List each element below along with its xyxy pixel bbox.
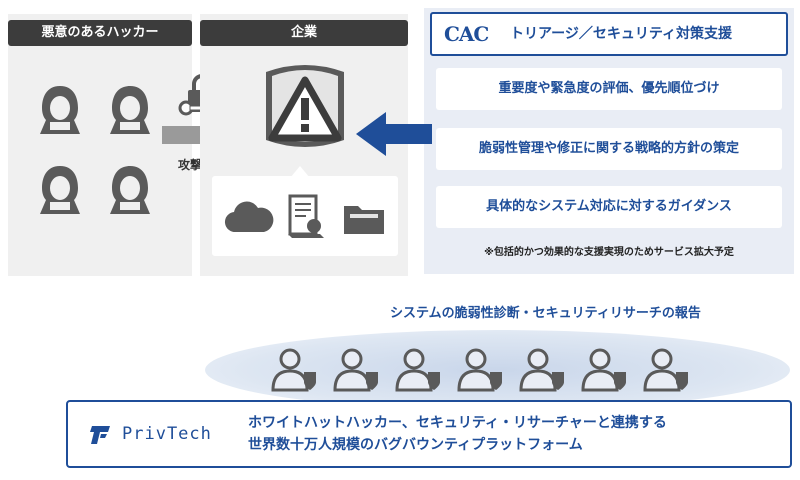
researcher-shield-icon	[643, 348, 688, 392]
hacker-icon	[40, 166, 80, 214]
hackers-panel-title: 悪意のあるハッカー	[8, 20, 192, 46]
hacker-icon	[110, 86, 150, 134]
support-arrow-icon	[356, 112, 432, 156]
service-item: 脆弱性管理や修正に関する戦略的方針の策定	[436, 128, 782, 170]
attack-label: 攻撃	[178, 158, 203, 172]
document-icon	[288, 194, 324, 238]
service-note: ※包括的かつ効果的な支援実現のためサービス拡大予定	[484, 247, 734, 258]
cac-header: CAC トリアージ／セキュリティ対策支援	[430, 12, 788, 56]
researcher-shield-icon	[333, 348, 378, 392]
hacker-icon	[40, 86, 80, 134]
privtech-desc-line1: ホワイトハットハッカー、セキュリティ・リサーチャーと連携する	[248, 415, 667, 431]
privtech-description: ホワイトハットハッカー、セキュリティ・リサーチャーと連携する 世界数十万人規模の…	[248, 412, 667, 456]
hackers-panel	[8, 14, 192, 276]
privtech-logo-icon	[90, 426, 110, 444]
researcher-shield-icon	[581, 348, 626, 392]
company-panel-title: 企業	[200, 20, 408, 46]
hacker-icon	[110, 166, 150, 214]
report-label: システムの脆弱性診断・セキュリティリサーチの報告	[390, 306, 701, 321]
cloud-icon	[224, 201, 274, 233]
researcher-shield-icon	[457, 348, 502, 392]
researcher-shield-icon	[271, 348, 316, 392]
privtech-desc-line2: 世界数十万人規模のバグバウンティプラットフォーム	[248, 437, 583, 453]
researcher-shield-icon	[519, 348, 564, 392]
warning-database-icon	[266, 65, 344, 147]
cac-logo: CAC	[444, 22, 489, 46]
cac-title: トリアージ／セキュリティ対策支援	[510, 26, 733, 42]
folder-icon	[344, 206, 384, 234]
researcher-shield-icon	[395, 348, 440, 392]
researchers-cloud	[205, 330, 790, 410]
privtech-name: PrivTech	[122, 424, 212, 444]
pointer-triangle-icon	[290, 166, 310, 178]
privtech-box: PrivTech ホワイトハットハッカー、セキュリティ・リサーチャーと連携する …	[66, 400, 792, 468]
service-item: 具体的なシステム対応に対するガイダンス	[436, 186, 782, 228]
service-item: 重要度や緊急度の評価、優先順位づけ	[436, 68, 782, 110]
